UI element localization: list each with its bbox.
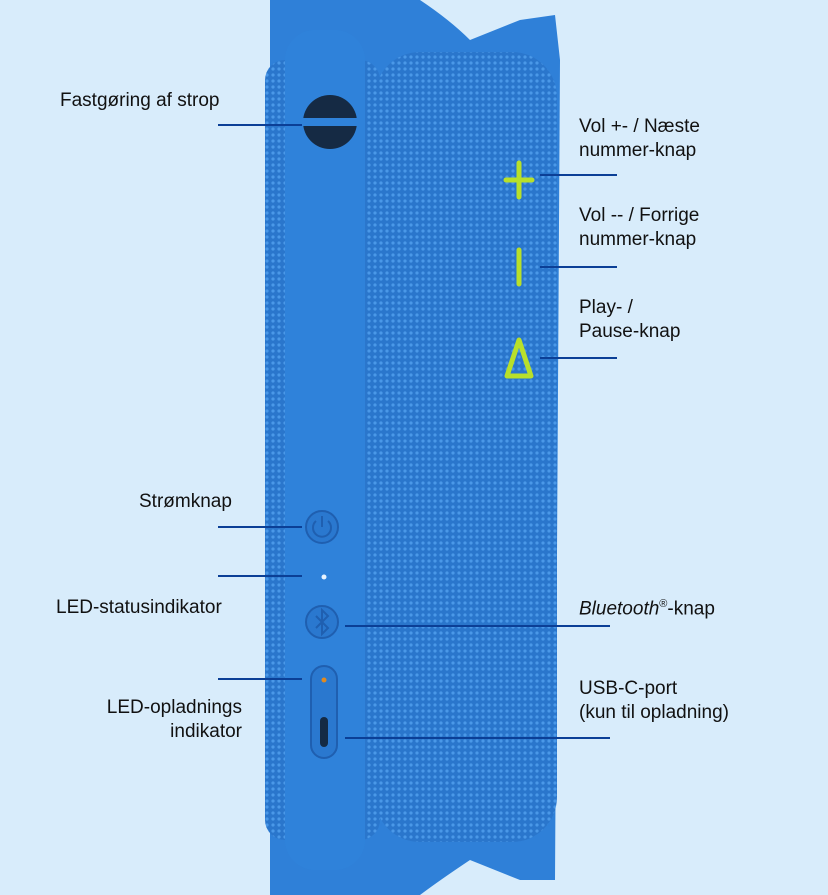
leader-line-strap bbox=[218, 124, 302, 126]
usb-c-port-icon bbox=[310, 665, 338, 759]
label-led-status: LED-statusindikator bbox=[56, 597, 222, 618]
led-status-dot bbox=[321, 574, 327, 580]
leader-line-led-status bbox=[218, 575, 302, 577]
label-usb: USB-C-port(kun til opladning) bbox=[579, 678, 729, 723]
leader-line-play bbox=[540, 357, 617, 359]
speaker-mesh-front bbox=[375, 52, 557, 842]
leader-line-usb bbox=[345, 737, 610, 739]
label-play: Play- /Pause-knap bbox=[579, 297, 681, 342]
strap-mount-icon bbox=[300, 95, 360, 149]
bluetooth-icon bbox=[305, 605, 339, 639]
label-bluetooth: Bluetooth®-knap bbox=[579, 598, 715, 620]
plus-icon bbox=[503, 160, 535, 200]
label-power: Strømknap bbox=[139, 491, 232, 512]
label-strap: Fastgøring af strop bbox=[60, 90, 220, 111]
play-pause-icon bbox=[504, 337, 534, 379]
leader-line-vol-up bbox=[540, 174, 617, 176]
control-strip bbox=[285, 30, 365, 870]
leader-line-led-charge bbox=[218, 678, 302, 680]
leader-line-bluetooth bbox=[345, 625, 610, 627]
leader-line-vol-down bbox=[540, 266, 617, 268]
power-icon bbox=[305, 510, 339, 544]
leader-line-power bbox=[218, 526, 302, 528]
